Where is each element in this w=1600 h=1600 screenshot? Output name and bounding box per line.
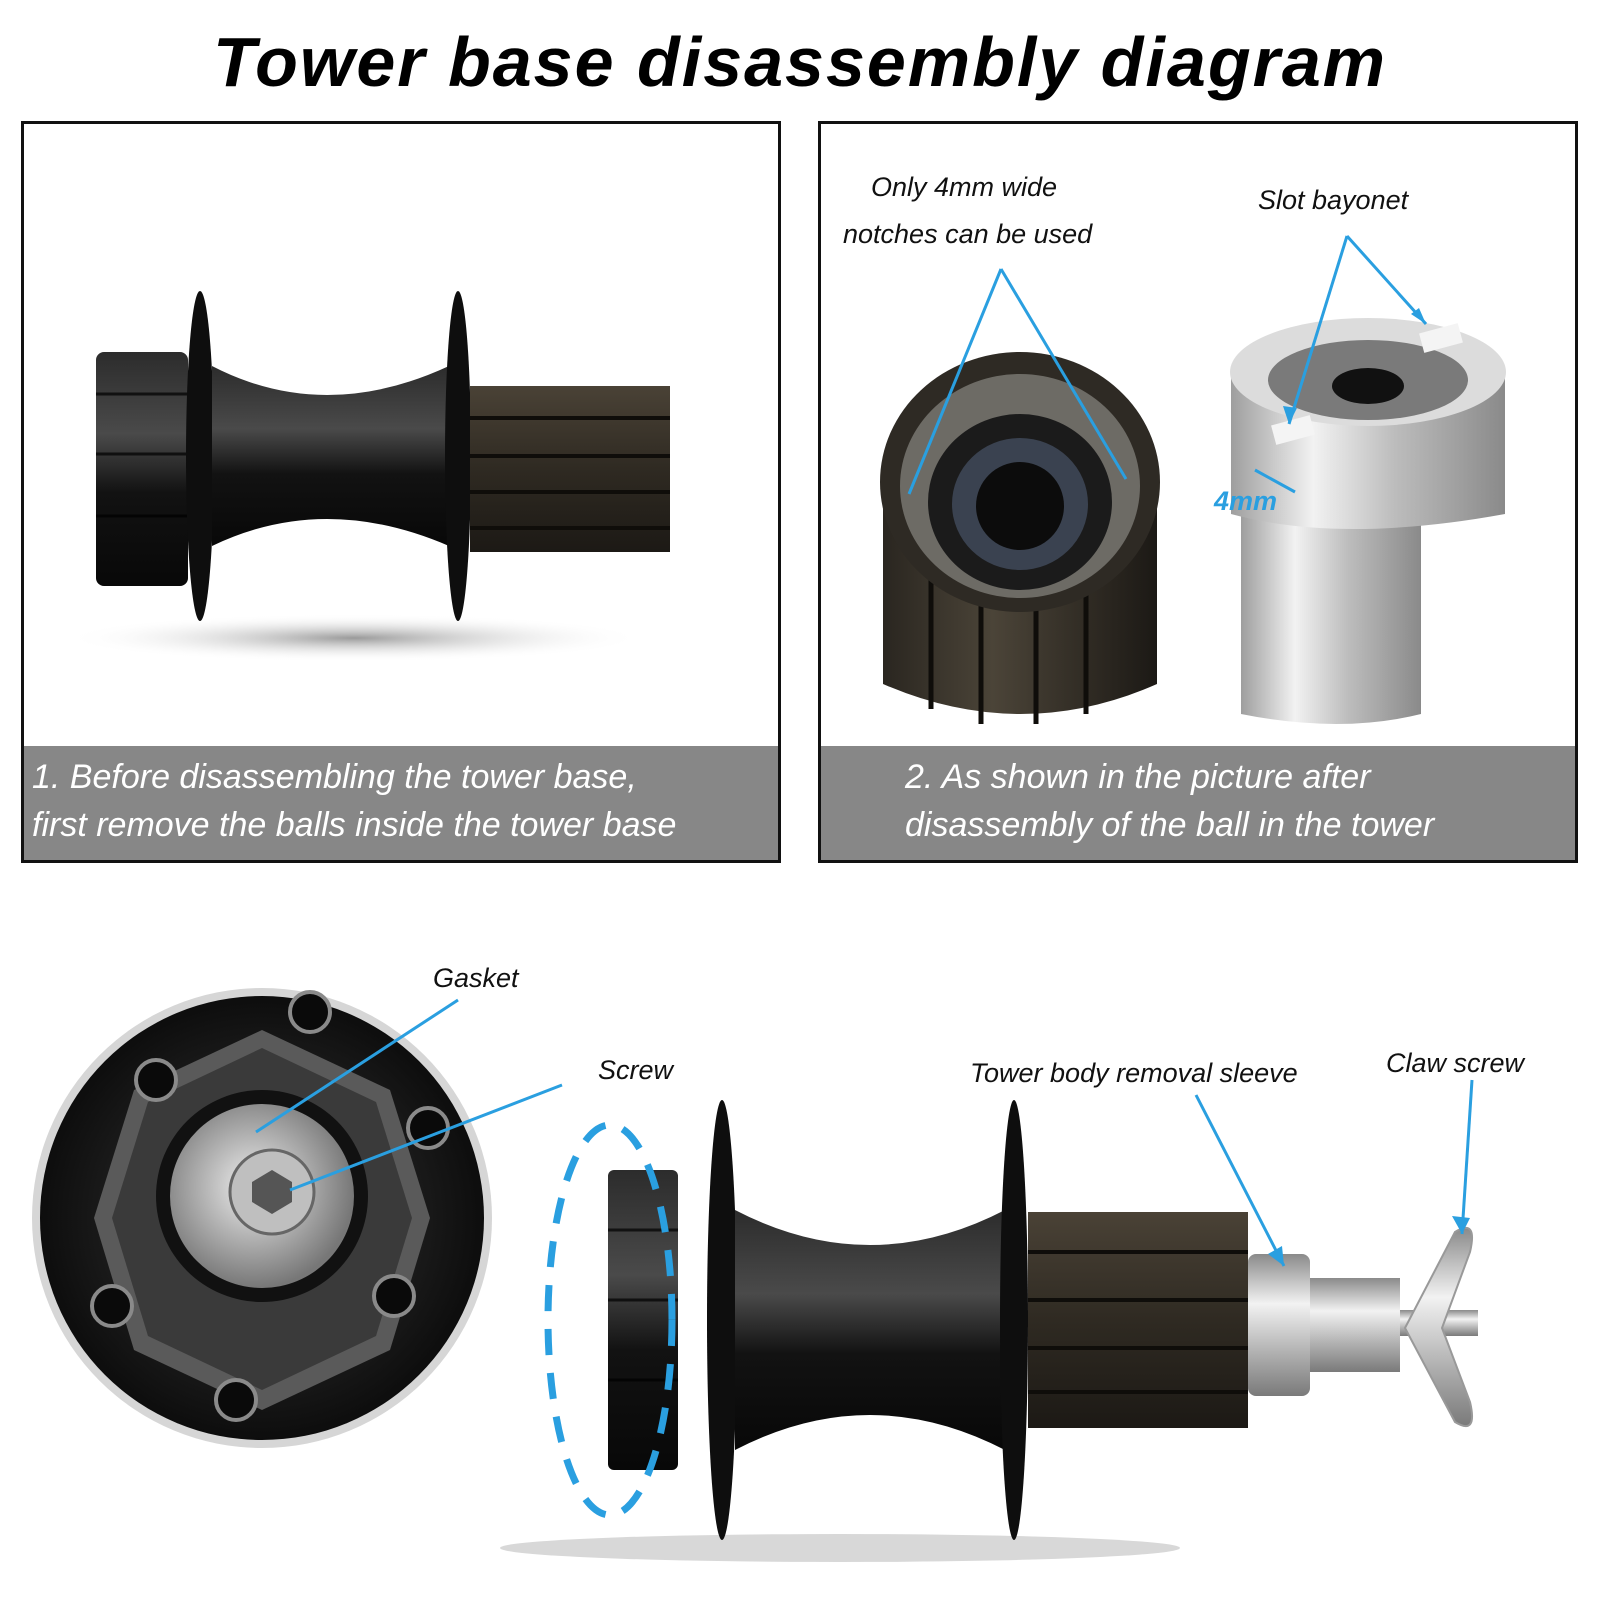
left-flange: [186, 291, 214, 621]
arrow-head: [1283, 406, 1297, 424]
freehub-opened: [880, 352, 1160, 724]
caption-text: 2. As shown in the picture after disasse…: [905, 758, 1435, 844]
label-removal-sleeve: Tower body removal sleeve: [970, 1058, 1298, 1088]
label-claw-screw: Claw screw: [1386, 1048, 1525, 1078]
hub-shadow: [64, 614, 644, 662]
left-flange: [707, 1100, 737, 1540]
caption-bar: 1. Before disassembling the tower base, …: [24, 746, 778, 860]
arrow-head: [1268, 1246, 1284, 1266]
hub-assembly: [500, 1100, 1478, 1562]
hub-illustration: [64, 291, 670, 662]
rotor-mount: [608, 1170, 678, 1470]
freehub-body: [1028, 1212, 1248, 1428]
freehub-tool-illustration: [880, 234, 1506, 724]
freehub-body: [470, 386, 670, 552]
rotor-mount-closeup: [32, 988, 492, 1448]
hub-barrel: [212, 366, 449, 546]
rotor-mount-highlight: [544, 1121, 676, 1519]
label-notches-line2: notches can be used: [843, 219, 1093, 249]
label-notches-line1: Only 4mm wide: [871, 172, 1058, 202]
caption-bar: 2. As shown in the picture after disasse…: [821, 746, 1575, 860]
label-gasket: Gasket: [433, 963, 519, 993]
arrow-head: [1452, 1216, 1470, 1234]
page-title: Tower base disassembly diagram: [213, 23, 1387, 101]
removal-sleeve: [1248, 1254, 1310, 1396]
bottom-assembly-illustration: [32, 988, 1478, 1562]
rotor-mount: [96, 352, 188, 586]
panel-freehub-tool: Only 4mm wide notches can be used Slot b…: [818, 121, 1578, 863]
caption-text: 1. Before disassembling the tower base, …: [32, 758, 677, 844]
label-slot-bayonet: Slot bayonet: [1258, 185, 1409, 215]
notch-arrows: [907, 234, 1428, 495]
bottom-arrows: [255, 998, 1474, 1267]
sleeve-nut: [1310, 1278, 1400, 1372]
label-dimension: 4mm: [1214, 486, 1278, 516]
right-flange: [1000, 1100, 1028, 1540]
removal-socket: [1230, 318, 1506, 724]
hub-barrel: [735, 1210, 1005, 1450]
panel-hub-before: 1. Before disassembling the tower base, …: [21, 121, 781, 863]
label-screw: Screw: [598, 1055, 674, 1085]
arrow-head: [1411, 308, 1426, 324]
right-flange: [445, 291, 471, 621]
